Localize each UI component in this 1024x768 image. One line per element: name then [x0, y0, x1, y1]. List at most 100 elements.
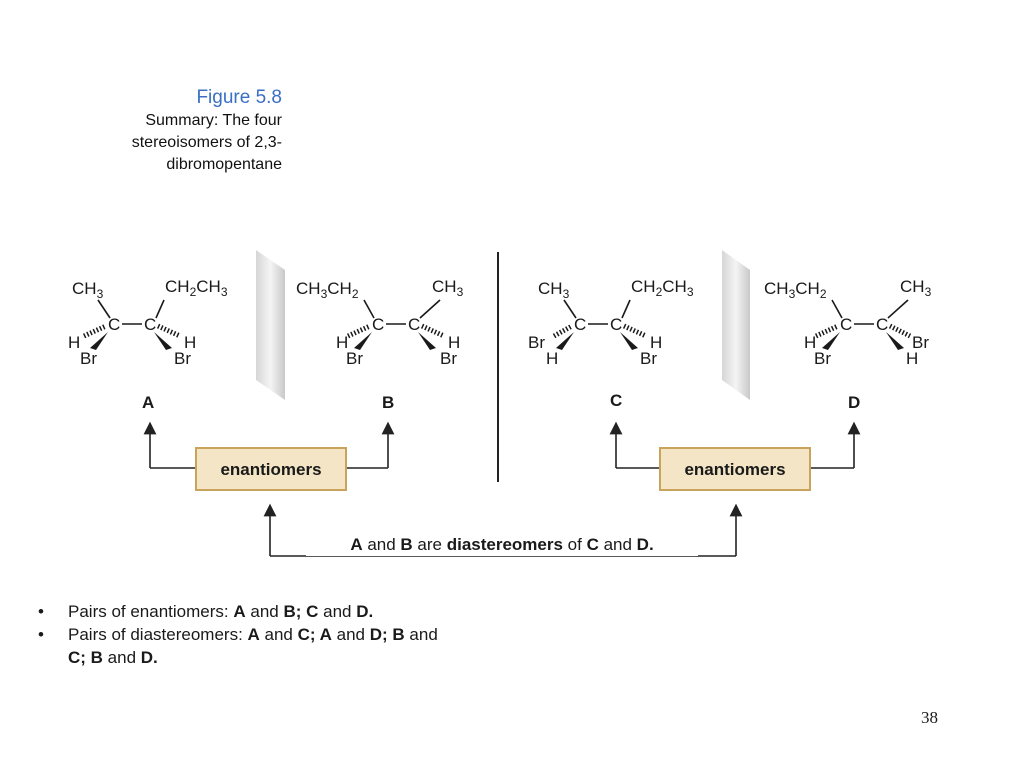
- molecule-c-right-h: H: [650, 333, 662, 352]
- molecule-a-left-h: H: [68, 333, 80, 352]
- bullet-enantiomers: •Pairs of enantiomers: A and B; C and D.: [38, 600, 458, 623]
- carbon: C: [108, 315, 120, 334]
- page-number: 38: [921, 708, 938, 727]
- bond: [887, 299, 909, 319]
- carbon: C: [408, 315, 420, 334]
- bullet-dot-icon: •: [38, 625, 44, 644]
- diastereomer-p1: A: [350, 535, 362, 554]
- stereoisomer-diagram: CH3 CH2CH3 C C H Br H Br A CH3CH2 CH3 C …: [68, 250, 932, 557]
- formula-text: CH: [900, 277, 925, 296]
- solid-wedge: [90, 332, 108, 350]
- diastereomer-p8: and: [599, 535, 637, 554]
- molecule-a-left-top: CH3: [72, 279, 104, 301]
- molecule-d-right-top: CH3: [900, 277, 932, 299]
- b2-t1: Pairs of diastereomers:: [68, 625, 248, 644]
- molecule-b-left-br: Br: [346, 349, 363, 368]
- formula-subscript: 3: [321, 287, 328, 301]
- molecule-c-left-top: CH3: [538, 279, 570, 301]
- molecule-b: CH3CH2 CH3 C C H Br H Br B: [296, 277, 464, 412]
- carbon: C: [610, 315, 622, 334]
- molecule-b-label: B: [382, 393, 394, 412]
- molecule-d-right-h: Br: [912, 333, 929, 352]
- carbon: C: [876, 315, 888, 334]
- b1-t2: and: [245, 602, 284, 621]
- enantiomers-box-right: [659, 447, 811, 491]
- diastereomer-p5: diastereomers: [447, 535, 563, 554]
- carbon: C: [840, 315, 852, 334]
- b2-t5: and: [102, 648, 141, 667]
- solid-wedge: [418, 332, 436, 350]
- formula-text: CH: [165, 277, 190, 296]
- molecule-a-right-top: CH2CH3: [165, 277, 228, 299]
- molecule-c-left-h: Br: [528, 333, 545, 352]
- bond: [363, 299, 375, 319]
- formula-subscript: 3: [457, 285, 464, 299]
- molecule-d-right-br: H: [906, 349, 918, 368]
- mirror-plane-left: [256, 250, 285, 400]
- molecule-c: CH3 CH2CH3 C C Br H H Br C: [528, 277, 694, 410]
- hash-wedge: [420, 323, 446, 339]
- bond: [563, 299, 577, 319]
- b2-b4: C; B: [68, 648, 103, 667]
- hash-wedge: [888, 323, 912, 339]
- diastereomer-text-bg: [306, 528, 698, 556]
- molecule-a: CH3 CH2CH3 C C H Br H Br A: [68, 277, 228, 412]
- bullet-diastereomers: •Pairs of diastereomers: A and C; A and …: [38, 623, 458, 669]
- formula-text: CH: [72, 279, 97, 298]
- diastereomer-p9: D.: [637, 535, 654, 554]
- caption-line-1: Summary: The four: [145, 112, 282, 129]
- hash-wedge: [346, 323, 372, 339]
- b2-t4: and: [404, 625, 438, 644]
- molecule-d-left-top: CH3CH2: [764, 279, 827, 301]
- molecule-d-left-br: Br: [814, 349, 831, 368]
- molecule-b-left-top: CH3CH2: [296, 279, 359, 301]
- figure-number: Figure 5.8: [196, 87, 282, 108]
- formula-text: CH: [631, 277, 656, 296]
- b2-t3: and: [331, 625, 370, 644]
- bond: [97, 299, 111, 319]
- molecule-c-right-top: CH2CH3: [631, 277, 694, 299]
- hash-wedge: [814, 323, 840, 339]
- formula-subscript: 2: [656, 285, 663, 299]
- molecule-a-right-br: Br: [174, 349, 191, 368]
- molecule-b-left-h: H: [336, 333, 348, 352]
- molecule-b-right-top: CH3: [432, 277, 464, 299]
- formula-text: CH: [196, 277, 221, 296]
- enantiomers-label-left: enantiomers: [220, 460, 321, 479]
- formula-subscript: 3: [789, 287, 796, 301]
- caption-line-3: dibromopentane: [166, 156, 282, 173]
- b2-b5: D.: [140, 648, 158, 667]
- diastereomer-p3: B: [400, 535, 412, 554]
- b1-b3: D.: [356, 602, 374, 621]
- formula-text: CH: [764, 279, 789, 298]
- bond: [621, 299, 631, 319]
- enantiomers-label-right: enantiomers: [684, 460, 785, 479]
- diastereomer-statement: A and B are diastereomers of C and D.: [350, 535, 653, 554]
- diastereomer-bracket: A and B are diastereomers of C and D.: [263, 503, 743, 557]
- formula-text: CH: [296, 279, 321, 298]
- b2-b1: A: [247, 625, 260, 644]
- formula-subscript: 2: [820, 287, 827, 301]
- b1-t3: and: [318, 602, 357, 621]
- diastereomer-p4: are: [413, 535, 447, 554]
- enantiomer-bracket-right: enantiomers: [609, 421, 861, 491]
- formula-subscript: 2: [352, 287, 359, 301]
- solid-wedge: [886, 332, 904, 350]
- enantiomer-bracket-left: enantiomers: [143, 421, 395, 491]
- molecule-a-label: A: [142, 393, 154, 412]
- formula-text: CH: [327, 279, 352, 298]
- hash-wedge: [156, 323, 182, 339]
- b2-t2: and: [259, 625, 298, 644]
- diastereomer-p2: and: [363, 535, 401, 554]
- caption-line-2: stereoisomers of 2,3-: [131, 134, 282, 151]
- molecule-c-left-br: H: [546, 349, 558, 368]
- formula-subscript: 3: [221, 285, 228, 299]
- solid-wedge: [556, 332, 574, 350]
- molecule-d: CH3CH2 CH3 C C H Br Br H D: [764, 277, 932, 412]
- b1-t1: Pairs of enantiomers:: [68, 602, 234, 621]
- solid-wedge: [620, 332, 638, 350]
- b2-b3: D; B: [369, 625, 405, 644]
- bullet-dot-icon: •: [38, 602, 44, 621]
- molecule-b-right-h: H: [448, 333, 460, 352]
- carbon: C: [574, 315, 586, 334]
